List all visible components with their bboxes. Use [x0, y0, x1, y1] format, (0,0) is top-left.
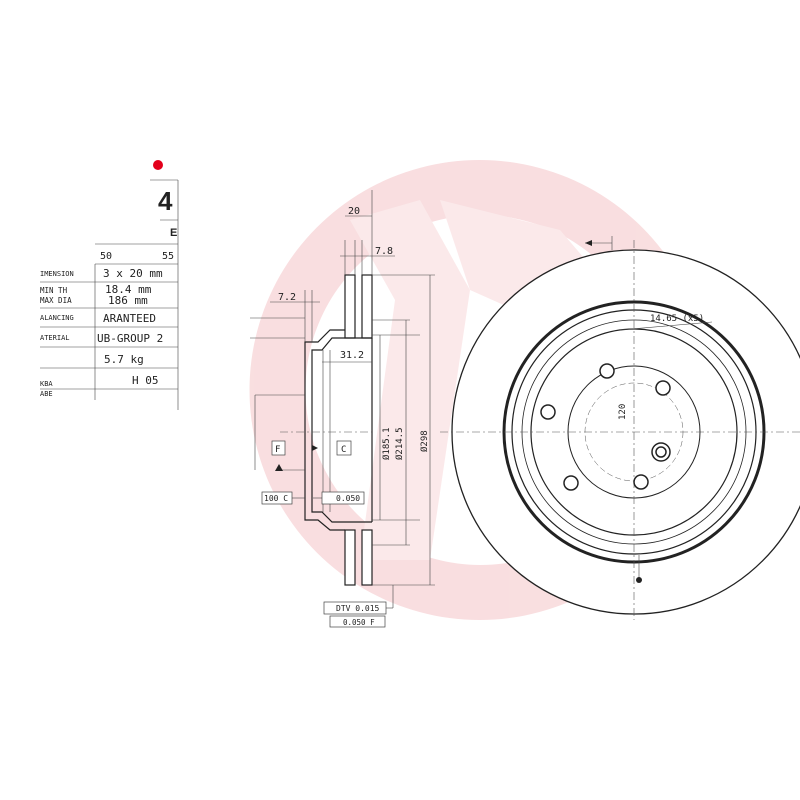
datum-f: F: [275, 445, 280, 455]
value-balancing: ARANTEED: [103, 312, 156, 325]
bolt-hole: [655, 380, 671, 396]
runout-tolerance: 100 C: [264, 494, 288, 503]
label-dimension: IMENSION: [40, 270, 74, 278]
dim-top: 20: [348, 206, 360, 217]
spec-table: 4 E 50 55 IMENSION 3 x 20 mm MIN TH 18.4…: [40, 179, 179, 410]
value-material: UB-GROUP 2: [97, 332, 163, 345]
flatness-tolerance: 0.050: [336, 494, 360, 503]
dtv-tolerance: DTV 0.015: [336, 604, 380, 613]
label-min-th: MIN TH: [40, 286, 68, 295]
label-material: ATERIAL: [40, 334, 70, 342]
dia-mid: Ø214.5: [394, 427, 405, 460]
ref-left: 50: [100, 251, 112, 262]
value-kba: H 05: [132, 374, 159, 387]
red-dot: [153, 160, 163, 170]
variant-code: E: [170, 227, 177, 239]
dim-rib: 7.8: [375, 246, 393, 257]
label-max-dia: MAX DIA: [40, 296, 72, 305]
label-balancing: ALANCING: [40, 314, 74, 322]
dim-offset: 31.2: [340, 350, 364, 361]
part-number-suffix: 4: [158, 186, 173, 216]
bolt-hole: [599, 363, 615, 379]
bolt-hole: [633, 474, 649, 490]
value-max-dia: 186 mm: [108, 294, 148, 307]
datum-triangle-icon: [275, 464, 283, 471]
front-view: 14.65 (x5) 120: [440, 236, 800, 620]
label-kba: KBA: [40, 380, 53, 388]
datum-c: C: [341, 445, 346, 455]
value-min-th: 18.4 mm: [105, 283, 152, 296]
dia-inner: Ø185.1: [381, 427, 392, 460]
pcd-label: 120: [618, 404, 628, 420]
dim-hat: 7.2: [278, 292, 296, 303]
bolt-hole: [540, 404, 556, 420]
section-view: 20 7.8 7.2 31.2 Ø185.1 Ø214.5 Ø298 F C 1…: [250, 190, 435, 628]
value-dimension: 3 x 20 mm: [103, 267, 163, 280]
bolt-hole-label: 14.65 (x5): [650, 314, 704, 324]
bolt-hole: [563, 475, 579, 491]
value-weight: 5.7 kg: [104, 353, 144, 366]
label-abe: ABE: [40, 390, 53, 398]
parallel-tolerance: 0.050 F: [343, 618, 375, 627]
ref-right: 55: [162, 251, 174, 262]
dia-outer: Ø298: [419, 430, 430, 452]
